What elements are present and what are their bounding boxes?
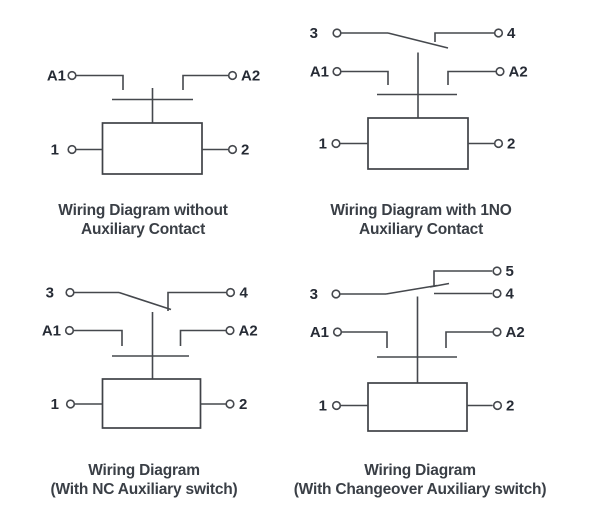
terminal-a1-circle	[64, 325, 75, 336]
caption-line: Wiring Diagram without	[58, 202, 228, 219]
wire-a1	[341, 331, 388, 348]
terminal-4-circle	[492, 288, 502, 299]
wire-4-hook	[167, 291, 227, 311]
terminal-2-circle	[227, 144, 238, 155]
terminal-1-circle	[331, 400, 342, 411]
terminal-1-label: 1	[51, 396, 59, 413]
terminal-4-circle	[225, 287, 236, 298]
wire-a1	[341, 70, 389, 85]
changeover-blade-tip	[429, 282, 450, 288]
terminal-1-circle	[65, 399, 76, 409]
terminal-2-label: 2	[239, 396, 247, 413]
main-contact-box	[367, 382, 468, 432]
terminal-2-circle	[492, 400, 503, 411]
terminal-a2-circle	[227, 70, 238, 81]
caption-1no-aux: Wiring Diagram with 1NO Auxiliary Contac…	[281, 201, 561, 239]
terminal-2-circle	[493, 138, 504, 149]
caption-line: Wiring Diagram	[364, 462, 476, 479]
terminal-3-circle	[65, 287, 75, 298]
wire-a1	[76, 74, 124, 90]
caption-line: Wiring Diagram with 1NO	[330, 202, 512, 219]
terminal-a1-circle	[332, 66, 342, 77]
wire-4-hook	[434, 32, 495, 42]
terminal-a2-label: A2	[506, 324, 525, 341]
changeover-switch-blade	[385, 284, 438, 295]
wire-a2	[182, 74, 229, 90]
caption-line: Auxiliary Contact	[358, 221, 484, 238]
terminal-a2-circle	[225, 325, 235, 336]
terminal-5-label: 5	[506, 263, 514, 280]
wire-a1	[73, 329, 123, 346]
caption-line: (With Changeover Auxiliary switch)	[293, 481, 547, 498]
wire-5-hook	[433, 270, 493, 287]
terminal-2-label: 2	[241, 142, 249, 159]
terminal-a1-label: A1	[310, 64, 329, 81]
terminal-4-label: 4	[240, 285, 249, 302]
terminal-1-circle	[331, 138, 341, 149]
terminal-a2-circle	[495, 66, 505, 77]
no-switch-blade	[387, 32, 449, 49]
terminal-a1-circle	[67, 70, 77, 81]
terminal-1-label: 1	[319, 398, 327, 415]
main-contact-box	[367, 117, 469, 170]
terminal-a2-label: A2	[509, 64, 528, 81]
terminal-3-circle	[332, 28, 342, 38]
terminal-a2-circle	[492, 327, 502, 337]
nc-switch-blade	[118, 291, 172, 311]
terminal-4-circle	[493, 28, 504, 38]
terminal-a2-label: A2	[239, 323, 258, 340]
caption-without-aux: Wiring Diagram without Auxiliary Contact	[3, 201, 283, 239]
terminal-4-label: 4	[507, 25, 516, 42]
terminal-2-circle	[225, 399, 235, 409]
terminal-a1-label: A1	[310, 324, 329, 341]
terminal-3-label: 3	[310, 286, 318, 303]
caption-changeover-aux: Wiring Diagram (With Changeover Auxiliar…	[280, 461, 560, 499]
terminal-1-label: 1	[51, 142, 59, 159]
terminal-a2-label: A2	[241, 68, 260, 85]
terminal-2-label: 2	[507, 136, 515, 153]
terminal-3-label: 3	[46, 285, 54, 302]
main-contact-box	[101, 122, 203, 175]
caption-nc-aux: Wiring Diagram (With NC Auxiliary switch…	[4, 461, 284, 499]
caption-line: Wiring Diagram	[88, 462, 200, 479]
main-contact-box	[101, 378, 202, 429]
terminal-1-label: 1	[319, 136, 327, 153]
terminal-2-label: 2	[506, 398, 514, 415]
diagram-1no-aux-contact: 3 4 A1 A2 1 2	[310, 25, 528, 170]
diagram-changeover-aux-switch: 5 3 4 A1 A2 1 2	[310, 263, 525, 432]
caption-line: (With NC Auxiliary switch)	[50, 481, 238, 498]
diagram-nc-aux-switch: 3 4 A1 A2 1 2	[42, 285, 258, 429]
terminal-3-circle	[331, 289, 341, 299]
wire-a2	[447, 70, 496, 85]
wire-a2	[445, 331, 493, 348]
terminal-a1-circle	[332, 327, 343, 337]
terminal-5-circle	[492, 266, 502, 276]
terminal-1-circle	[67, 144, 77, 155]
wire-a2	[179, 329, 226, 346]
terminal-a1-label: A1	[47, 68, 66, 85]
terminal-4-label: 4	[506, 286, 515, 303]
diagram-without-aux-contact: A1 A2 1 2	[47, 68, 260, 175]
terminal-a1-label: A1	[42, 323, 61, 340]
terminal-3-label: 3	[310, 25, 318, 42]
caption-line: Auxiliary Contact	[80, 221, 206, 238]
